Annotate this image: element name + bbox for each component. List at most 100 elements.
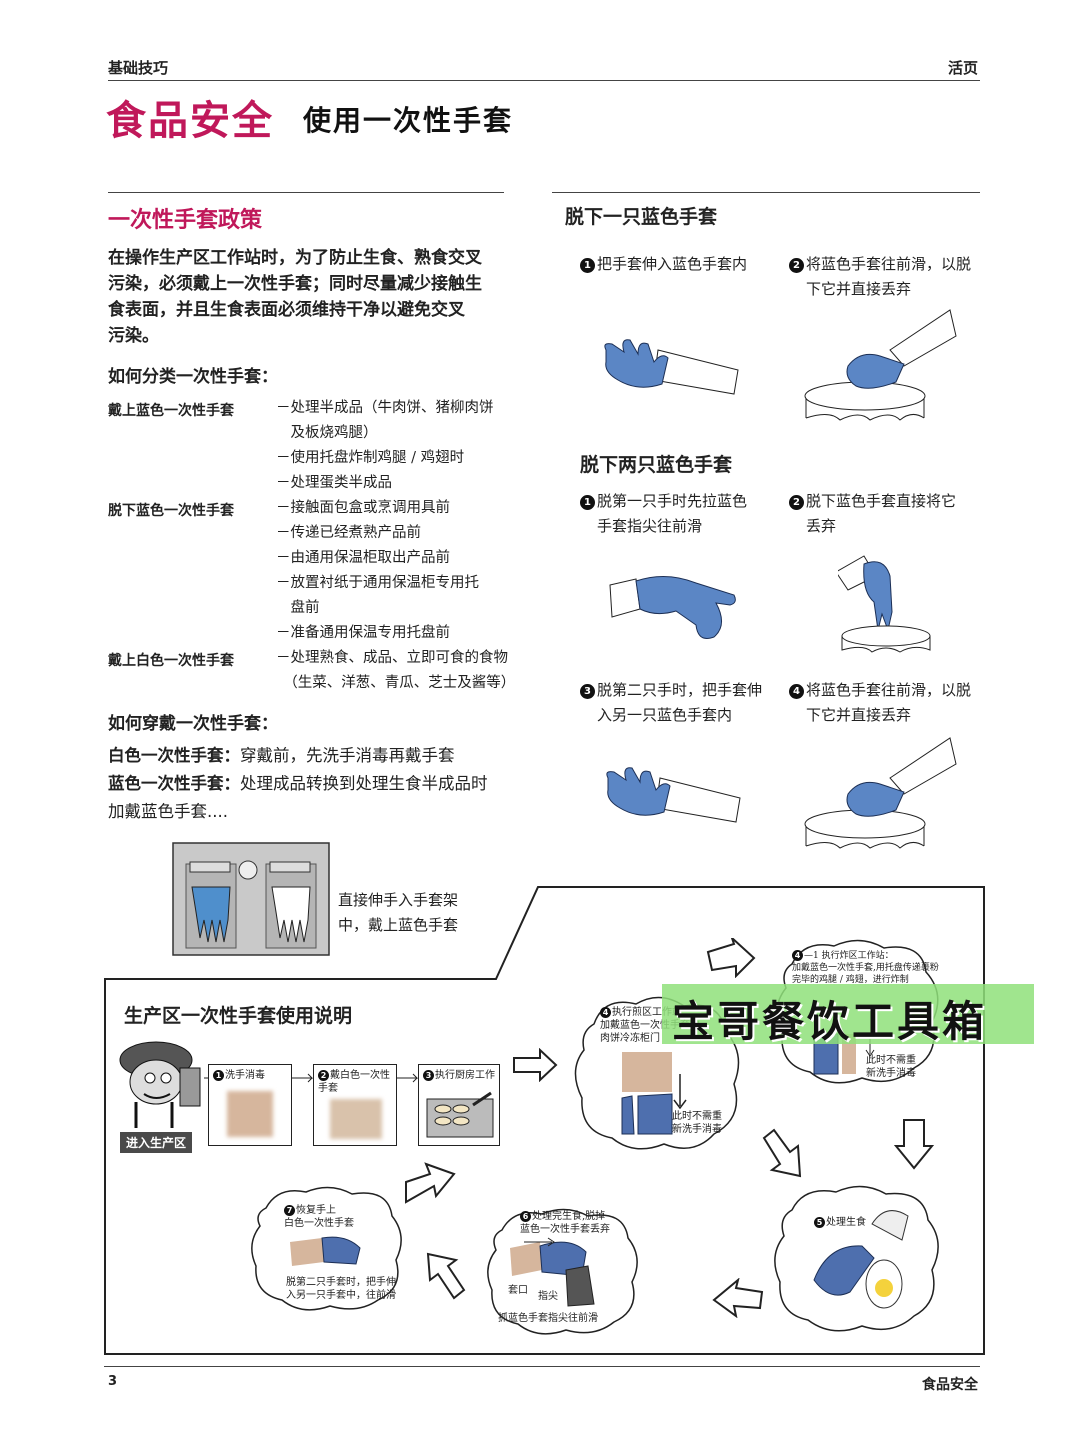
glove-into-glove-illustration <box>604 339 739 395</box>
step-number-icon: 2 <box>318 1070 329 1081</box>
step-number: 3 <box>580 684 595 699</box>
policy-intro-line: 食表面，并且生食表面必须维持干净以避免交叉 <box>108 300 465 320</box>
step-text: 手套指尖往前滑 <box>597 517 703 535</box>
policy-intro-line: 污染。 <box>108 326 159 346</box>
policy-intro-line: 污染，必须戴上一次性手套；同时尽量减少接触生 <box>108 274 482 294</box>
group-items-wear-blue: －处理半成品（牛肉饼、猪柳肉饼 及板烧鸡腿） －使用托盘炸制鸡腿 / 鸡翅时 －… <box>276 396 526 496</box>
step-number: 2 <box>789 495 804 510</box>
arrow-down-icon <box>894 1119 934 1170</box>
watermark-background <box>662 984 1034 1044</box>
flow-connectors <box>204 1073 419 1083</box>
header-divider <box>108 80 980 81</box>
footer-divider <box>104 1366 980 1367</box>
fingertip-tag: 指尖 <box>538 1291 558 1302</box>
step-text: 处理完生食,脱掉 <box>532 1211 606 1222</box>
left-section-rule <box>108 192 504 193</box>
step-text: 加戴蓝色一次性手套启 <box>600 1020 700 1031</box>
glove-on-photo <box>330 1099 382 1139</box>
policy-intro: 在操作生产区工作站时，为了防止生食、熟食交叉 污染，必须戴上一次性手套；同时尽量… <box>108 245 518 349</box>
step-text: 执行厨房工作 <box>435 1070 495 1081</box>
step-text: 将蓝色手套往前滑，以脱 <box>806 681 972 699</box>
wear-text: 处理成品转换到处理生食半成品时 <box>240 774 488 793</box>
rack-caption: 直接伸手入手套架 中，戴上蓝色手套 <box>338 888 458 938</box>
step-text: 执行煎区工作站 <box>612 1007 682 1018</box>
rack-caption-line: 中，戴上蓝色手套 <box>338 916 459 934</box>
list-item: －使用托盘炸制鸡腿 / 鸡翅时 <box>276 450 465 466</box>
wear-term: 白色一次性手套： <box>108 746 240 765</box>
watermark-text: 宝哥餐饮工具箱 <box>672 997 988 1046</box>
step-number-icon: 4 <box>792 950 803 961</box>
group-label-remove-blue: 脱下蓝色一次性手套 <box>108 503 234 519</box>
step-text: 完毕的鸡腿 / 鸡翅，进行炸制 <box>792 975 909 985</box>
step-number-icon: 4 <box>600 1007 611 1018</box>
note-line: 此时不需重 <box>672 1111 722 1122</box>
step-text: 脱第一只手时先拉蓝色 <box>597 492 748 510</box>
note-line: 此时不需重 <box>866 1055 916 1066</box>
list-item: －处理熟食、成品、立即可食的食物 <box>276 650 508 666</box>
arrow-up-right-icon <box>405 1162 456 1204</box>
cloud-step-4-note: 此时不需重 新洗手消毒 <box>672 1110 722 1136</box>
step-text: 下它并直接丢弃 <box>806 280 912 298</box>
step-number-icon: 5 <box>814 1217 825 1228</box>
cloud-step-4-1-note: 此时不需重 新洗手消毒 <box>866 1054 916 1080</box>
step-text: 下它并直接丢弃 <box>806 706 912 724</box>
header-sheet-label: 活页 <box>947 59 978 77</box>
arrow-left-icon <box>712 1278 764 1318</box>
step-number: 1 <box>580 495 595 510</box>
cloud-step-7-note: 脱第二只手套时，把手伸 入另一只手套中，往前滑 <box>286 1276 396 1302</box>
group-label-wear-blue: 戴上蓝色一次性手套 <box>108 403 234 419</box>
step-text: 把手套伸入蓝色手套内 <box>597 255 748 273</box>
cuff-tag: 套口 <box>508 1285 528 1296</box>
list-item: －准备通用保温专用托盘前 <box>276 625 450 641</box>
cloud-step-6-shape <box>487 1208 638 1335</box>
list-item: －处理半成品（牛肉饼、猪柳肉饼 <box>276 400 494 416</box>
step-text: 蓝色一次性手套丢弃 <box>520 1224 610 1235</box>
arrow-right-icon <box>706 938 756 978</box>
step-text: 处理生食 <box>826 1217 866 1228</box>
step-text: 入另一只蓝色手套内 <box>597 706 733 724</box>
policy-intro-line: 在操作生产区工作站时，为了防止生食、熟食交叉 <box>108 248 482 268</box>
step-number-icon: 1 <box>213 1070 224 1081</box>
handwash-photo <box>227 1091 273 1137</box>
wear-instructions: 白色一次性手套：穿戴前，先洗手消毒再戴手套 蓝色一次性手套：处理成品转换到处理生… <box>108 742 538 826</box>
policy-heading: 一次性手套政策 <box>108 208 263 233</box>
step-text: 脱下蓝色手套直接将它 <box>806 492 957 510</box>
cloud-step-5-shape <box>774 1185 939 1332</box>
step-text: 肉饼冷冻柜门 <box>600 1033 660 1044</box>
cloud-step-7-shape <box>251 1186 402 1311</box>
mascot-illustration <box>119 1041 201 1128</box>
list-item: －由通用保温柜取出产品前 <box>276 550 450 566</box>
step-text: 丢弃 <box>806 517 837 535</box>
arrow-up-left-icon <box>426 1252 466 1300</box>
step-text: 手套 <box>318 1083 338 1094</box>
second-glove-slide-off-illustration <box>804 737 957 849</box>
note-line: 新洗手消毒 <box>866 1068 916 1079</box>
enter-zone-badge: 进入生产区 <box>120 1132 193 1153</box>
page-number: 3 <box>108 1374 118 1389</box>
note-line: 脱第二只手套时，把手伸 <box>286 1277 396 1288</box>
group-items-wear-white: －处理熟食、成品、立即可食的食物 （生菜、洋葱、青瓜、芝士及酱等） <box>276 646 526 696</box>
wear-text: 加戴蓝色手套.... <box>108 802 228 821</box>
list-item: －接触面包盒或烹调用具前 <box>276 500 450 516</box>
step-text: 将蓝色手套往前滑，以脱 <box>806 255 972 273</box>
step-text: 恢复手上 <box>296 1205 336 1216</box>
remove-two-heading: 脱下两只蓝色手套 <box>580 454 733 476</box>
grill-illustration <box>426 1091 494 1138</box>
group-label-wear-white: 戴上白色一次性手套 <box>108 653 234 669</box>
list-item: －放置衬纸于通用保温柜专用托 <box>276 575 479 591</box>
glove-rack-illustration <box>172 842 330 956</box>
drop-glove-illustration <box>838 555 931 653</box>
step-text: 加戴蓝色一次性手套,用托盘传递裹粉 <box>792 963 939 973</box>
pull-fingertip-illustration <box>609 576 736 639</box>
